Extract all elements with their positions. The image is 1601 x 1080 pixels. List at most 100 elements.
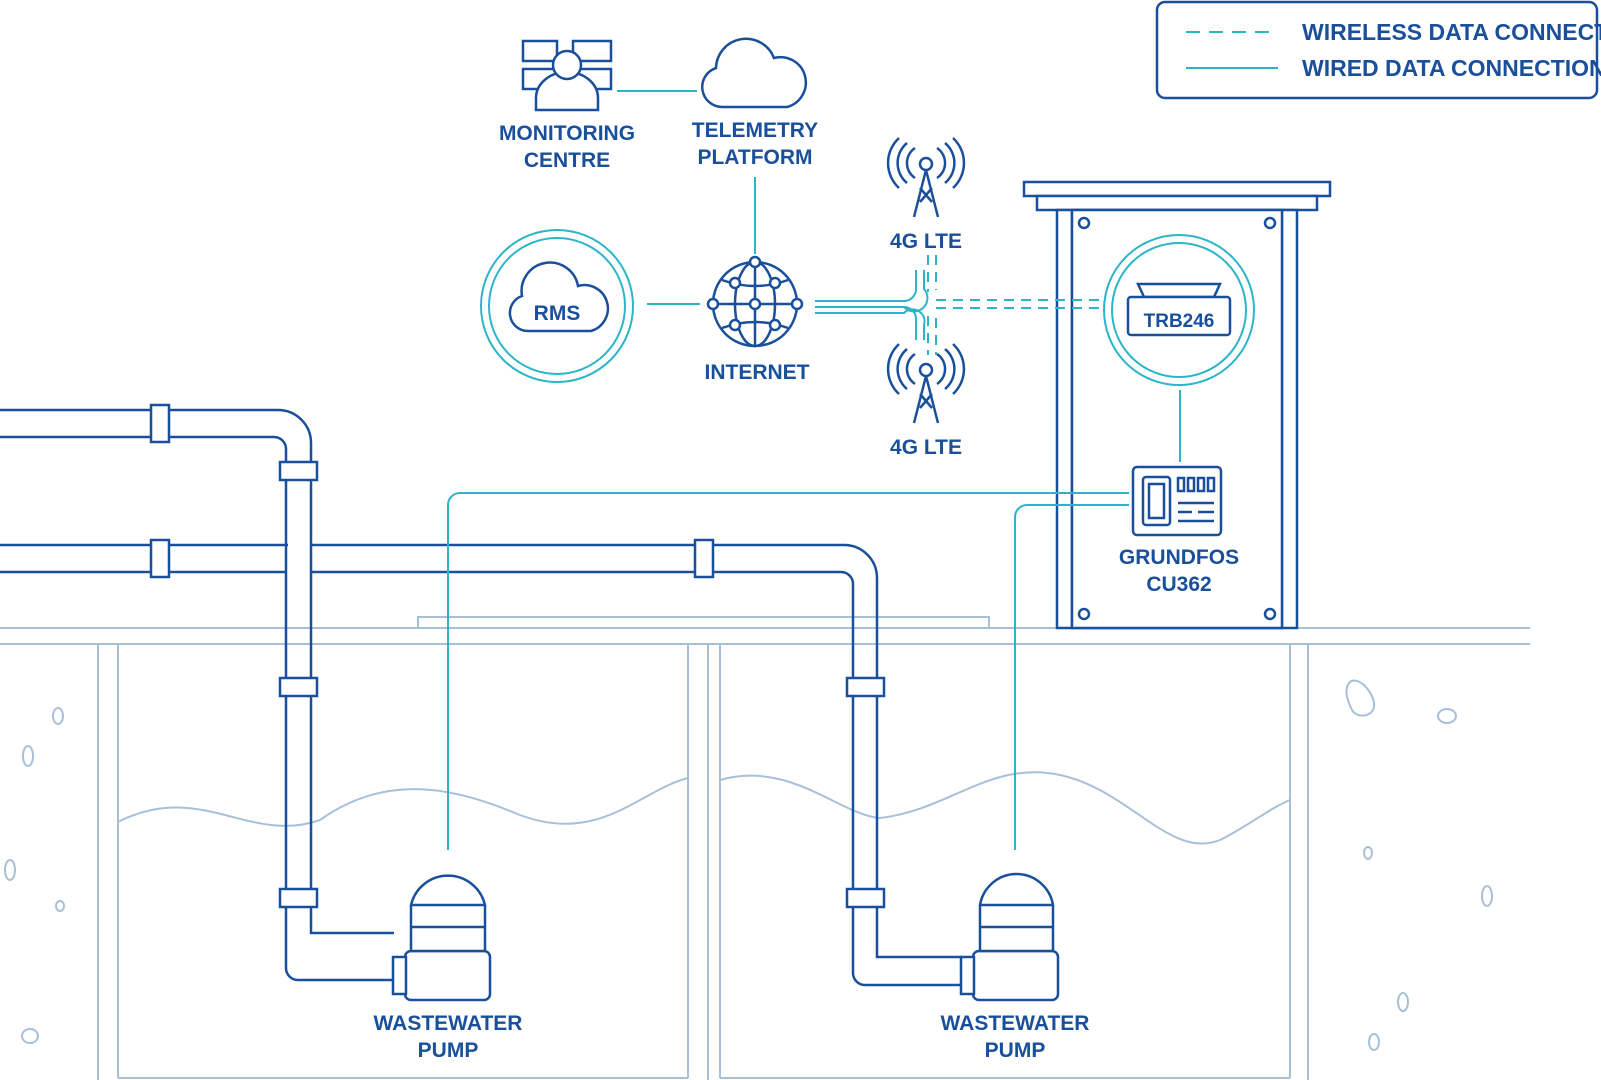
globe-node bbox=[790, 297, 804, 311]
internet: INTERNET bbox=[705, 255, 810, 384]
legend-box bbox=[1155, 0, 1599, 100]
antenna-tower-icon bbox=[886, 343, 966, 424]
wired-grundfos-pump-left bbox=[447, 492, 1129, 850]
controller-button bbox=[1196, 476, 1206, 493]
pump-right-label-line2: PUMP bbox=[985, 1039, 1046, 1062]
grundfos-label-line2: CU362 bbox=[1146, 573, 1211, 596]
monitoring-centre-label-line1: MONITORING bbox=[499, 122, 635, 145]
globe-node bbox=[728, 276, 742, 290]
legend-wired-label: WIRED DATA CONNECTION bbox=[1302, 55, 1601, 81]
telemetry-platform-label-line1: TELEMETRY bbox=[692, 119, 818, 142]
cabinet-roof bbox=[1022, 180, 1332, 198]
pipe-right-inner bbox=[0, 570, 962, 987]
pebble bbox=[1345, 679, 1376, 717]
gateway-top bbox=[1136, 282, 1222, 299]
cloud-icon bbox=[508, 261, 610, 333]
pump-flange bbox=[959, 955, 976, 996]
pump-motor-housing bbox=[971, 949, 1060, 1002]
pipe-coupling bbox=[149, 538, 171, 579]
pipe-coupling bbox=[149, 403, 171, 444]
cabinet-bolt bbox=[1077, 216, 1091, 230]
monitoring-centre-icon bbox=[521, 39, 613, 112]
pebble bbox=[1437, 708, 1457, 724]
wastewater-pump-right bbox=[959, 872, 1060, 1002]
tower-frame bbox=[912, 169, 940, 218]
pebble bbox=[4, 859, 16, 881]
pump-labels: WASTEWATER PUMP WASTEWATER PUMP bbox=[374, 1012, 1090, 1062]
wired-grundfos-pump-right bbox=[1014, 504, 1129, 850]
antenna-top bbox=[918, 156, 934, 172]
globe-latitude bbox=[721, 320, 789, 330]
pebble bbox=[52, 707, 64, 725]
controller-buttons bbox=[1176, 476, 1216, 493]
globe-node bbox=[728, 318, 742, 332]
trb246-inner-ring bbox=[1111, 242, 1247, 378]
connections bbox=[447, 90, 1181, 850]
lte-tower-bottom: 4G LTE bbox=[886, 343, 966, 459]
signal-waves-right bbox=[936, 343, 966, 395]
right-pit-water-surface bbox=[719, 771, 1291, 845]
left-pit-water-surface bbox=[117, 777, 689, 827]
gateway-device-icon bbox=[1126, 282, 1232, 337]
pump-left-label-line1: WASTEWATER bbox=[374, 1012, 523, 1035]
rms-inner-ring bbox=[488, 237, 626, 375]
pipe-right-outer bbox=[0, 543, 962, 959]
rms: RMS bbox=[480, 229, 634, 383]
pipe-coupling bbox=[845, 676, 886, 698]
telemetry-platform: TELEMETRY PLATFORM bbox=[692, 37, 818, 169]
pebble bbox=[1368, 1033, 1380, 1051]
globe-node bbox=[706, 297, 720, 311]
ground bbox=[0, 616, 1530, 1080]
controller-button bbox=[1206, 476, 1216, 493]
cabinet-roof-base bbox=[1035, 194, 1319, 212]
lte-tower-top: 4G LTE bbox=[886, 137, 966, 253]
pipe-coupling bbox=[278, 676, 319, 698]
rms-label: RMS bbox=[534, 302, 581, 325]
pipe-coupling bbox=[693, 538, 715, 579]
wireless-links bbox=[927, 255, 1102, 355]
globe-icon bbox=[706, 255, 804, 348]
legend: WIRELESS DATA CONNECTION WIRED DATA CONN… bbox=[1155, 0, 1601, 100]
cabinet-bolt bbox=[1263, 607, 1277, 621]
internet-label: INTERNET bbox=[705, 361, 810, 384]
telemetry-platform-label-line2: PLATFORM bbox=[697, 146, 812, 169]
signal-waves-right bbox=[936, 137, 966, 189]
lte-bottom-label: 4G LTE bbox=[890, 436, 962, 459]
globe-latitude bbox=[721, 278, 789, 288]
controller-button bbox=[1176, 476, 1186, 493]
controller-button bbox=[1186, 476, 1196, 493]
soil-pebbles bbox=[4, 679, 1493, 1051]
controller-display-inner bbox=[1147, 482, 1166, 520]
globe-node bbox=[768, 318, 782, 332]
pump-flange bbox=[391, 955, 408, 996]
wastewater-pump-left bbox=[391, 874, 492, 1002]
pipes bbox=[0, 403, 962, 987]
manhole-cover bbox=[417, 616, 990, 628]
pebble bbox=[1481, 885, 1493, 907]
trb246: TRB246 bbox=[1103, 234, 1255, 386]
monitoring-centre: MONITORING CENTRE bbox=[499, 39, 635, 172]
wired-internet-lte-bottom-2 bbox=[815, 308, 926, 340]
cloud-icon bbox=[700, 37, 808, 109]
pump-motor-dome bbox=[409, 874, 487, 953]
pebble bbox=[1363, 846, 1373, 860]
operator-head bbox=[551, 49, 583, 81]
pipe-coupling bbox=[278, 460, 319, 482]
globe-node bbox=[748, 255, 762, 269]
controller-icon bbox=[1131, 465, 1223, 537]
monitor-screen bbox=[521, 39, 559, 63]
pebble bbox=[1397, 992, 1409, 1012]
grundfos-label-line1: GRUNDFOS bbox=[1119, 546, 1239, 569]
pebble bbox=[21, 1028, 39, 1044]
gateway-body bbox=[1126, 295, 1232, 337]
antenna-tower-icon bbox=[886, 137, 966, 218]
legend-wireless-label: WIRELESS DATA CONNECTION bbox=[1302, 19, 1601, 45]
tower-frame bbox=[912, 375, 940, 424]
pebble bbox=[55, 900, 65, 912]
wired-internet-lte-top-2 bbox=[815, 270, 929, 313]
trb246-label: TRB246 bbox=[1144, 311, 1215, 332]
signal-waves-left bbox=[886, 137, 916, 189]
pipe-couplings bbox=[149, 403, 886, 909]
globe-node bbox=[768, 276, 782, 290]
